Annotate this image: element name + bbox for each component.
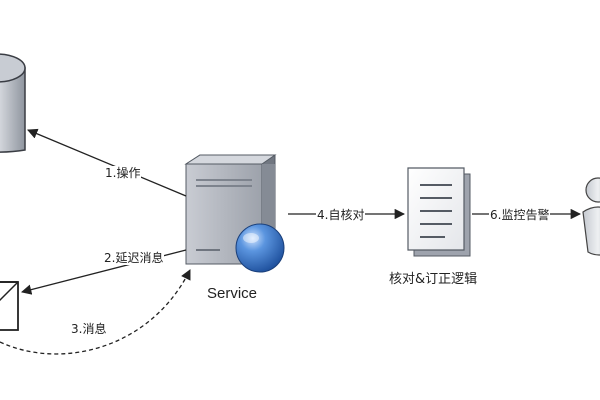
edge-label-delay-msg: 2.延迟消息 [103, 251, 165, 265]
edge-label-monitor-alert: 6.监控告警 [489, 208, 551, 222]
document-stack-icon [407, 167, 471, 257]
edge-label-operate: 1.操作 [104, 166, 142, 180]
node-label-reconcile: 核对&订正逻辑 [389, 272, 478, 287]
edge-label-self-check: 4.自核对 [316, 208, 366, 222]
node-label-service: Service [207, 285, 258, 302]
database-cylinder-icon [0, 53, 26, 153]
user-person-icon [582, 177, 600, 256]
server-globe-icon [184, 154, 285, 273]
edge-message [0, 269, 191, 355]
edge-operate [27, 128, 187, 197]
edge-label-message: 3.消息 [70, 322, 108, 336]
message-box-icon [0, 281, 19, 331]
